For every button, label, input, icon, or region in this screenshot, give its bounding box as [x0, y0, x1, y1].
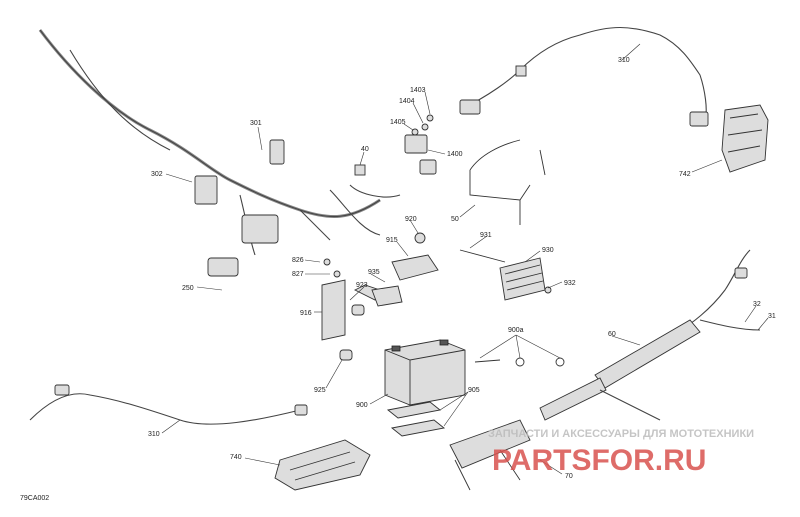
callout-1404: 1404 [399, 98, 415, 105]
regulator-930 [459, 249, 552, 301]
callout-1403: 1403 [410, 87, 426, 94]
callout-931: 931 [480, 232, 492, 239]
upper-harness-310 [459, 26, 709, 127]
fuse-box-915 [371, 232, 439, 307]
callout-826: 826 [292, 257, 304, 264]
callout-923: 923 [356, 282, 368, 289]
callout-32: 32 [753, 301, 761, 308]
battery-bracket-916 [321, 258, 381, 361]
taillight-70 [449, 419, 531, 491]
callout-40: 40 [361, 146, 369, 153]
callout-31: 31 [768, 313, 776, 320]
callout-50: 50 [451, 216, 459, 223]
lower-harness-310 [29, 384, 308, 425]
hardware-900a [474, 357, 565, 367]
watermark-logo: PARTSFOR.RU [492, 444, 706, 477]
callout-920: 920 [405, 216, 417, 223]
callout-310-upper: 310 [618, 57, 630, 64]
callout-932: 932 [564, 280, 576, 287]
callout-60: 60 [608, 331, 616, 338]
diagram-code: 79CA002 [20, 495, 49, 502]
watermark: ЗАПЧАСТИ И АКСЕССУАРЫ ДЛЯ МОТОТЕХНИКИ PA… [488, 428, 754, 477]
relay-group [354, 114, 437, 176]
callout-905: 905 [468, 387, 480, 394]
callout-935: 935 [368, 269, 380, 276]
callout-250: 250 [182, 285, 194, 292]
callout-740: 740 [230, 454, 242, 461]
callout-916: 916 [300, 310, 312, 317]
callout-900: 900 [356, 402, 368, 409]
callout-302: 302 [151, 171, 163, 178]
callout-900a: 900a [508, 327, 524, 334]
main-wiring-harness [38, 29, 401, 277]
callout-1405: 1405 [390, 119, 406, 126]
callout-915: 915 [386, 237, 398, 244]
callout-827: 827 [292, 271, 304, 278]
callout-310-lower: 310 [148, 431, 160, 438]
callout-301: 301 [250, 120, 262, 127]
lamp-740 [274, 439, 371, 491]
callout-labels: 301 302 250 826 827 916 923 925 935 915 … [20, 57, 776, 502]
callout-70: 70 [565, 473, 573, 480]
callout-742: 742 [679, 171, 691, 178]
bracket-50 [469, 139, 546, 225]
leader-lines [161, 43, 769, 475]
callout-930: 930 [542, 247, 554, 254]
headlight-742 [721, 104, 769, 173]
rear-harness-60 [539, 249, 761, 421]
callout-1400: 1400 [447, 151, 463, 158]
pads-905 [386, 401, 446, 437]
watermark-tagline: ЗАПЧАСТИ И АКСЕССУАРЫ ДЛЯ МОТОТЕХНИКИ [488, 428, 754, 440]
callout-925: 925 [314, 387, 326, 394]
battery-900 [384, 339, 466, 406]
